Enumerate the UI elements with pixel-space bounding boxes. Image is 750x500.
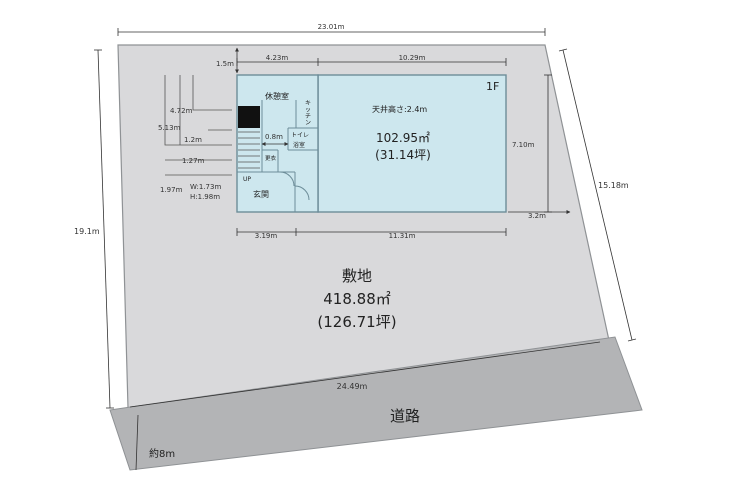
dim-passage: 0.8m bbox=[265, 133, 283, 141]
dim-bottom-right-segment: 11.31m bbox=[389, 232, 416, 240]
dim-stair-bottom: 1.97m bbox=[160, 186, 183, 194]
room-kitchen: キッチン bbox=[305, 100, 311, 127]
dim-left-side: 19.1m bbox=[74, 227, 100, 236]
dim-stair-step-b: 1.27m bbox=[182, 157, 205, 165]
staircase bbox=[238, 131, 289, 169]
dim-stair-total: 5.13m bbox=[158, 124, 181, 132]
site-label: 敷地 bbox=[342, 267, 372, 285]
room-toilet: トイレ bbox=[291, 132, 309, 139]
room-bath: 浴室 bbox=[293, 141, 305, 149]
dim-door-h: H:1.98m bbox=[190, 193, 220, 201]
dim-right-side: 15.18m bbox=[598, 181, 629, 190]
dim-setback-top: 1.5m bbox=[216, 60, 234, 68]
stair-void bbox=[238, 106, 260, 128]
dim-bottom-left-segment: 3.19m bbox=[255, 232, 278, 240]
exterior-step-lines bbox=[164, 75, 232, 176]
dim-right-depth: 7.10m bbox=[512, 141, 535, 149]
dimension-lines bbox=[94, 28, 637, 471]
room-kitchen-text: キッチン bbox=[305, 100, 311, 127]
road bbox=[109, 336, 643, 471]
road-width: 約8m bbox=[149, 447, 175, 460]
floor-label: 1F bbox=[486, 80, 499, 93]
interior-walls bbox=[237, 100, 318, 212]
room-dressing: 更衣 bbox=[265, 154, 277, 162]
floor-area: 102.95㎡ bbox=[376, 131, 430, 145]
floor-area-tsubo: (31.14坪) bbox=[375, 148, 431, 162]
room-break-room: 休憩室 bbox=[265, 91, 289, 101]
stair-up-label: UP bbox=[243, 176, 251, 183]
site-area: 418.88㎡ bbox=[323, 290, 391, 308]
dim-door-w: W:1.73m bbox=[190, 183, 221, 191]
dim-stair-top: 4.72m bbox=[170, 107, 193, 115]
site-area-tsubo: (126.71坪) bbox=[317, 313, 396, 331]
ceiling-height: 天井高さ:2.4m bbox=[372, 104, 427, 114]
dim-front-segment: 4.23m bbox=[266, 54, 289, 62]
dim-right-setback: 3.2m bbox=[528, 212, 546, 220]
road-label: 道路 bbox=[390, 407, 420, 425]
room-entrance: 玄関 bbox=[253, 189, 269, 199]
dim-stair-step-a: 1.2m bbox=[184, 136, 202, 144]
dim-top-width: 23.01m bbox=[318, 23, 345, 31]
dim-road-frontage: 24.49m bbox=[337, 382, 368, 391]
main-hall bbox=[317, 74, 507, 213]
dim-rear-segment: 10.29m bbox=[399, 54, 426, 62]
